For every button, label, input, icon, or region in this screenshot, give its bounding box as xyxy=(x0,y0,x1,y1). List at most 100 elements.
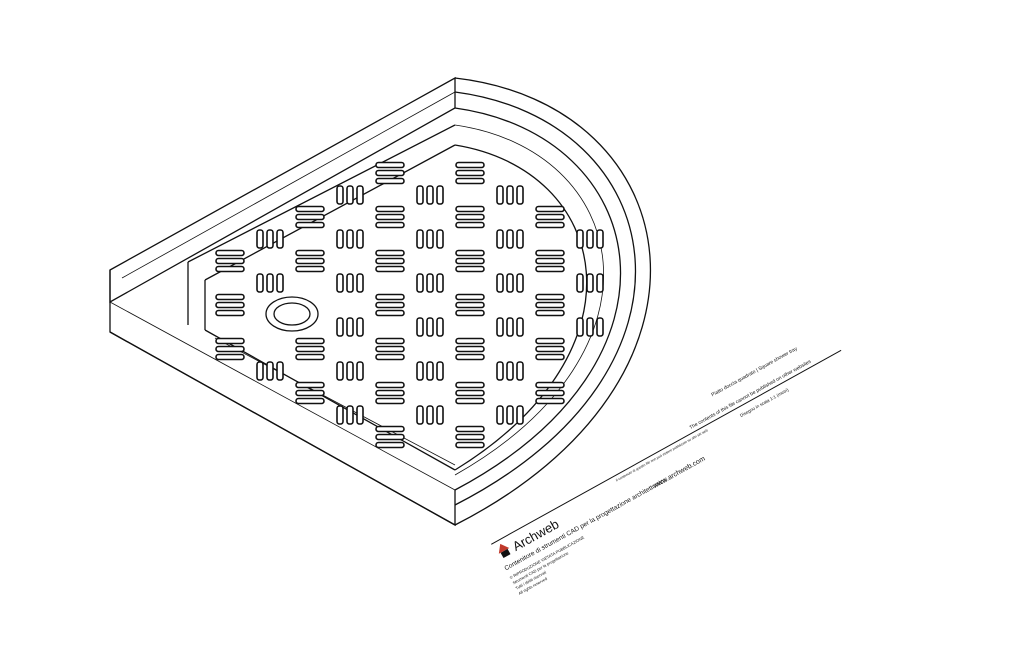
tray-base xyxy=(109,76,456,527)
slot-cell xyxy=(256,273,284,293)
slot-groove xyxy=(356,273,364,293)
slot-groove xyxy=(455,293,485,301)
slot-groove xyxy=(586,317,594,337)
slot-groove xyxy=(535,257,565,265)
slot-groove xyxy=(436,273,444,293)
slot-groove xyxy=(436,229,444,249)
slot-groove xyxy=(426,273,434,293)
slot-groove xyxy=(346,361,354,381)
website-link[interactable]: www.archweb.com xyxy=(651,455,706,490)
slot-cell xyxy=(215,337,245,361)
slot-groove xyxy=(455,389,485,397)
slot-cell xyxy=(375,293,405,317)
slot-groove xyxy=(295,257,325,265)
slot-groove xyxy=(266,229,274,249)
slot-groove xyxy=(375,309,405,317)
slot-groove xyxy=(455,345,485,353)
slot-groove xyxy=(215,309,245,317)
slot-groove xyxy=(535,345,565,353)
slot-cell xyxy=(455,205,485,229)
slot-groove xyxy=(215,337,245,345)
slot-groove xyxy=(455,265,485,273)
slot-groove xyxy=(436,405,444,425)
slot-groove xyxy=(596,317,604,337)
slot-groove xyxy=(295,213,325,221)
slot-groove xyxy=(416,317,424,337)
slot-cell xyxy=(375,381,405,405)
slot-groove xyxy=(426,185,434,205)
slot-groove xyxy=(375,397,405,405)
slot-groove xyxy=(375,169,405,177)
slot-groove xyxy=(375,425,405,433)
slot-groove xyxy=(295,337,325,345)
slot-groove xyxy=(375,345,405,353)
slot-groove xyxy=(256,273,264,293)
slot-groove xyxy=(436,185,444,205)
slot-cell xyxy=(375,249,405,273)
slot-groove xyxy=(295,265,325,273)
slot-cell xyxy=(336,273,364,293)
slot-cell xyxy=(496,361,524,381)
slot-groove xyxy=(576,229,584,249)
slot-groove xyxy=(276,361,284,381)
slot-groove xyxy=(346,317,354,337)
slot-groove xyxy=(336,361,344,381)
slot-groove xyxy=(356,405,364,425)
slot-cell xyxy=(535,249,565,273)
archweb-logo-icon xyxy=(498,543,511,559)
slot-cell xyxy=(375,425,405,449)
slot-groove xyxy=(295,381,325,389)
slot-cell xyxy=(416,405,444,425)
slot-cell xyxy=(576,273,604,293)
slot-cell xyxy=(496,185,524,205)
slot-groove xyxy=(535,381,565,389)
slot-groove xyxy=(215,249,245,257)
slot-groove xyxy=(375,301,405,309)
slot-cell xyxy=(535,205,565,229)
slot-groove xyxy=(426,229,434,249)
slot-cell xyxy=(295,205,325,229)
slot-groove xyxy=(295,205,325,213)
slot-groove xyxy=(596,229,604,249)
slot-groove xyxy=(266,273,274,293)
slot-cell xyxy=(416,317,444,337)
title-block-rule xyxy=(491,349,842,545)
slot-cell xyxy=(375,161,405,185)
slot-groove xyxy=(455,169,485,177)
slot-groove xyxy=(455,249,485,257)
slot-groove xyxy=(346,185,354,205)
slot-groove xyxy=(416,185,424,205)
slot-cell xyxy=(295,249,325,273)
slot-cell xyxy=(375,337,405,361)
slot-cell xyxy=(535,381,565,405)
slot-groove xyxy=(455,353,485,361)
slot-groove xyxy=(516,185,524,205)
slot-groove xyxy=(506,229,514,249)
slot-groove xyxy=(426,361,434,381)
slot-groove xyxy=(576,317,584,337)
slot-cell xyxy=(295,337,325,361)
slot-groove xyxy=(375,389,405,397)
slot-groove xyxy=(496,229,504,249)
slot-groove xyxy=(346,405,354,425)
slot-groove xyxy=(215,345,245,353)
tray-curved-rim xyxy=(454,77,652,526)
slot-groove xyxy=(506,317,514,337)
slot-groove xyxy=(336,317,344,337)
slot-groove xyxy=(455,425,485,433)
slot-groove xyxy=(375,257,405,265)
slot-groove xyxy=(455,433,485,441)
slot-groove xyxy=(535,337,565,345)
slot-groove xyxy=(336,273,344,293)
slot-groove xyxy=(375,205,405,213)
slot-cell xyxy=(375,205,405,229)
slot-groove xyxy=(455,161,485,169)
slot-groove xyxy=(535,293,565,301)
slot-groove xyxy=(455,397,485,405)
slot-cell xyxy=(256,361,284,381)
slot-groove xyxy=(416,273,424,293)
slot-groove xyxy=(455,301,485,309)
slot-groove xyxy=(375,161,405,169)
notice-en: The contents of this file cannot be publ… xyxy=(689,359,813,431)
